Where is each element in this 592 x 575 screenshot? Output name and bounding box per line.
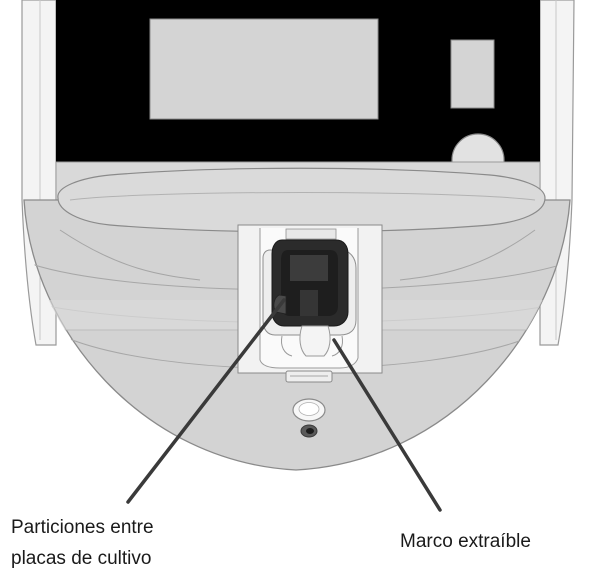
round-button [292, 398, 326, 422]
leader-line-frame [332, 338, 442, 512]
callout-partitions-line2: placas de cultivo [11, 548, 152, 569]
callout-frame-text: Marco extraíble [400, 531, 531, 552]
leader-line-partitions [126, 298, 286, 504]
removable-frame [271, 239, 349, 327]
callout-partitions-line1: Particiones entre [11, 517, 154, 538]
port-hole [300, 424, 318, 438]
display-screen [149, 18, 379, 120]
callout-partitions-label: Particiones entre placas de cultivo [11, 512, 154, 574]
callout-frame-label: Marco extraíble [400, 526, 531, 557]
indicator-panel [450, 39, 495, 109]
front-panel [56, 0, 540, 187]
bay-latch [285, 370, 333, 383]
lid-shell [57, 167, 546, 281]
